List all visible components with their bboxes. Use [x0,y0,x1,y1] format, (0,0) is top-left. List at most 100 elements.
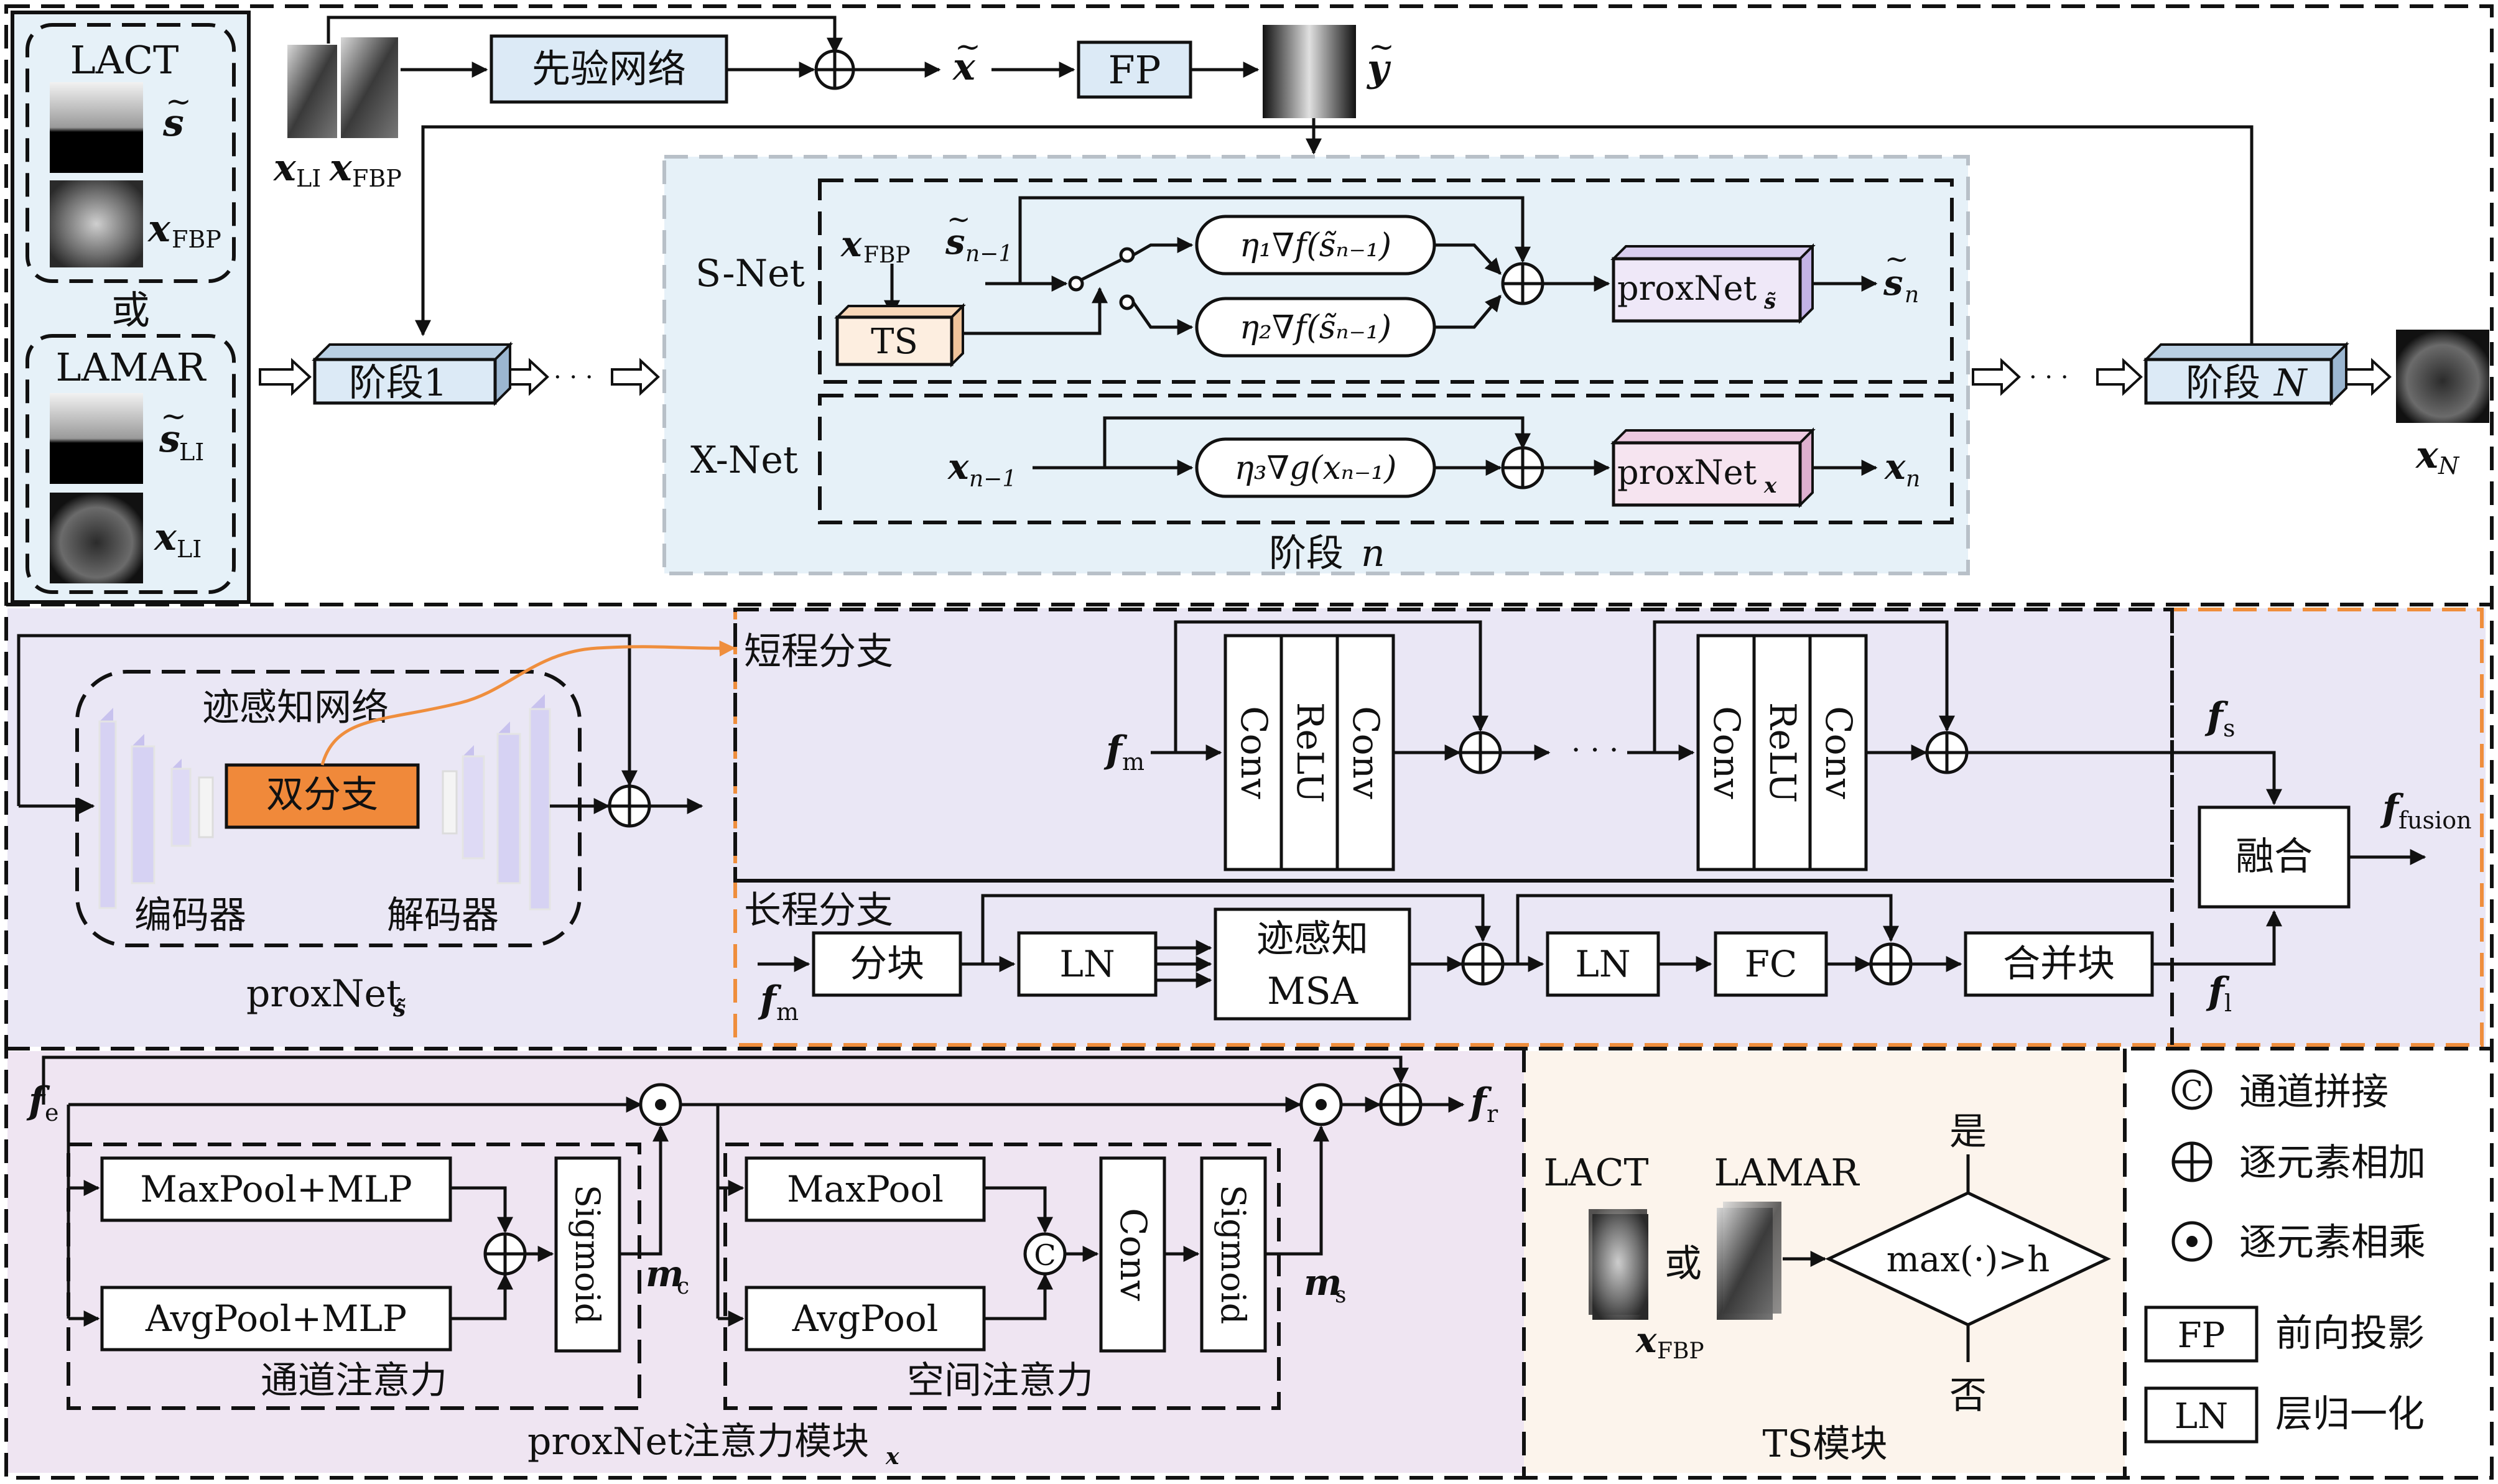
prior-network-box [490,34,728,104]
s-net-label: S-Net [695,252,805,295]
x-net-out-base: x [1884,447,1906,488]
tilde-mark: ~ [1368,29,1395,65]
x-net-label: X-Net [690,438,798,482]
x-net-in-sub: n−1 [969,466,1016,492]
add-symbol-long-2 [1869,942,1913,986]
hollow-arrow-to-stage-n [611,358,660,396]
avgpool-label: AvgPool [792,1297,939,1340]
short-dots: · · · [1571,733,1618,768]
msa-label-line1: 迹感知 [1256,917,1368,961]
ts-xfbp-base: x [1635,1320,1657,1361]
trace-aware-net-frame [75,670,582,947]
proxnet-s-skip [17,634,638,806]
legend-add-icon [2171,1141,2212,1182]
s-net-sprev-base: s [945,221,965,262]
hollow-arrow-to-stageN [2096,358,2143,396]
add-symbol-channel [483,1232,527,1276]
m-c-base: m [646,1253,684,1295]
decoder-blocks [442,694,551,911]
decision-condition: max(·)>h [1887,1240,2050,1280]
f-r-sub: r [1487,1100,1498,1128]
short-branch-title: 短程分支 [744,630,893,674]
hollow-arrow-from-stage-n [1972,358,2021,396]
f-s-sub: s [2223,715,2236,742]
inputs-panel-border [11,11,251,604]
ts-lact-thumbnail [1589,1209,1648,1320]
legend-mul-label: 逐元素相乘 [2239,1221,2426,1264]
ts-box [834,303,966,368]
legend-ln-box [2144,1386,2259,1444]
hollow-arrow-stageN-out [2345,358,2392,396]
add-symbol-long-1 [1461,942,1505,986]
legend-fp-box-text: FP [2178,1315,2226,1356]
arrow-grad1-add [1434,243,1502,275]
lact-s-tilde: s [162,101,184,145]
f-e-sub: e [45,1099,59,1126]
add-symbol-short-2 [1925,731,1969,774]
add-symbol-proxnet-s [608,784,651,828]
conv-1a-label: Conv [1233,706,1275,799]
add-symbol-top [814,49,855,90]
mul-symbol-spatial [1299,1083,1343,1126]
s-net-xfbp-sub: FBP [863,243,911,268]
s-net-frame [818,179,1954,384]
arrow-avgmlp-add [450,1273,513,1320]
fp-label: FP [1108,47,1161,93]
stageN-label-base: 阶段 [2186,361,2260,405]
ts-or-label: 或 [1665,1242,1702,1286]
prox-x-label-sub: x [1763,473,1777,498]
ln-2-label: LN [1575,943,1630,985]
arrow-fs-to-fusion [1967,751,2282,805]
dual-branch-label: 双分支 [266,773,378,817]
decoder-label: 解码器 [387,894,499,937]
fusion-label: 融合 [2236,833,2313,879]
x-fbp-label-base: x [328,146,353,190]
patch-label: 分块 [850,942,924,986]
patch-box [812,931,962,997]
conv-1b-label: Conv [1345,706,1387,799]
avgpool-mlp-box [100,1286,452,1352]
legend-fp-box [2144,1305,2259,1363]
msa-label-line2: MSA [1267,970,1358,1013]
conv-relu-conv-block-1 [1223,634,1395,871]
ln-box-2 [1546,931,1660,997]
merge-box [1964,931,2154,997]
arrow-maxpool-concat [984,1186,1053,1233]
feed-line [421,125,2254,364]
arrow-to-grad2 [1131,301,1194,335]
s-net-skip [1018,196,1531,284]
lamar-s-sub: LI [179,438,204,466]
prox-x-label-base: proxNet [1617,453,1757,492]
conv-relu-conv-block-2 [1696,634,1868,871]
conv-2a-label: Conv [1706,706,1748,799]
maxpool-box [745,1156,986,1222]
lact-title: LACT [70,37,179,83]
legend-concat-label: 通道拼接 [2239,1070,2389,1114]
attention-background [7,1051,1524,1473]
concat-symbol: C [1023,1232,1067,1276]
switch-pin-top [1119,247,1135,263]
spatial-attention-label: 空间注意力 [907,1359,1093,1403]
avgpool-mlp-label: AvgPool+MLP [145,1297,407,1340]
channel-attention-label: 通道注意力 [261,1359,447,1403]
attention-caption-sub: x [885,1444,899,1470]
attention-residual [42,1055,1409,1105]
s-net-out-base: s [1883,262,1903,304]
arrow-avgpool-concat [984,1273,1053,1320]
relu-1-label: ReLU [1289,702,1331,803]
sigmoid-spatial-label: Sigmoid [1214,1185,1253,1324]
prox-s-label-base: proxNet [1617,269,1757,308]
dual-branch-box [225,763,420,829]
decision-yes: 是 [1949,1110,1987,1154]
short-fm-sub: m [1122,748,1145,776]
x-li-label-sub: LI [296,165,321,192]
stage-n-caption-var: n [1361,532,1385,575]
mul-symbol-channel [639,1083,682,1126]
dots-right: · · · [2029,363,2069,392]
x-N-sub: N [2438,452,2460,480]
msa-box [1214,907,1411,1021]
merge-label: 合并块 [2003,942,2115,986]
arrow-ts-to-switch [963,287,1108,335]
y-tilde-label: y [1366,47,1391,90]
stageN-box [2143,341,2349,406]
